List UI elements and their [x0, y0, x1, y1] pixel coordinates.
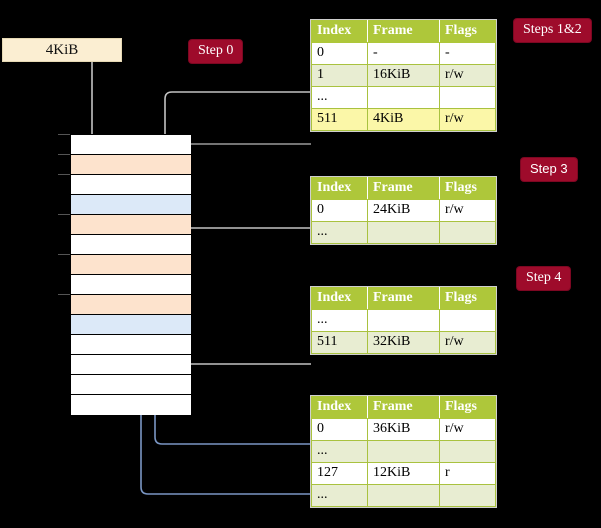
step-chip-step4: Step 4 — [517, 267, 571, 290]
memory-row — [71, 135, 191, 155]
table-cell: 0 — [311, 418, 368, 441]
table-cell: - — [367, 42, 440, 65]
column-header-flags: Flags — [439, 287, 496, 310]
table-cell — [439, 86, 496, 109]
table-cell: - — [439, 42, 496, 65]
table-cell: ... — [311, 440, 368, 463]
table-row: 0-- — [311, 42, 496, 65]
memory-row — [71, 275, 191, 295]
memory-tick — [58, 174, 70, 175]
table-cell — [439, 440, 496, 463]
table-cell — [439, 309, 496, 332]
column-header-frame: Frame — [367, 287, 440, 310]
table-row: ... — [311, 221, 496, 244]
table-cell: ... — [311, 221, 368, 244]
column-header-index: Index — [311, 396, 368, 419]
column-header-index: Index — [311, 287, 368, 310]
memory-row — [71, 315, 191, 335]
memory-row — [71, 395, 191, 415]
table-cell — [439, 484, 496, 507]
memory-row — [71, 355, 191, 375]
memory-row — [71, 235, 191, 255]
table-cell — [439, 221, 496, 244]
memory-row — [71, 195, 191, 215]
table-cell: ... — [311, 86, 368, 109]
table-cell: 12KiB — [367, 462, 440, 485]
memory-row — [71, 215, 191, 235]
table-cell: 127 — [311, 462, 368, 485]
table-cell: r/w — [439, 64, 496, 87]
table-cell: 511 — [311, 108, 368, 131]
column-header-index: Index — [311, 20, 368, 43]
table-cell: r — [439, 462, 496, 485]
column-header-flags: Flags — [439, 20, 496, 43]
column-header-flags: Flags — [439, 396, 496, 419]
memory-tick — [58, 154, 70, 155]
table-cell: 4KiB — [367, 108, 440, 131]
column-header-index: Index — [311, 177, 368, 200]
table-cell: 0 — [311, 199, 368, 222]
frame-box-4kib: 4KiB — [2, 38, 122, 62]
table-cell: ... — [311, 484, 368, 507]
memory-row — [71, 155, 191, 175]
column-header-frame: Frame — [367, 177, 440, 200]
table-cell: 36KiB — [367, 418, 440, 441]
frame-box-label: 4KiB — [45, 41, 79, 58]
column-header-frame: Frame — [367, 20, 440, 43]
memory-row — [71, 175, 191, 195]
table-row: ... — [311, 484, 496, 507]
table-row: ... — [311, 309, 496, 332]
table-cell: 511 — [311, 331, 368, 354]
table-row: ... — [311, 440, 496, 463]
memory-row — [71, 295, 191, 315]
table-cell — [367, 221, 440, 244]
table-cell: 16KiB — [367, 64, 440, 87]
memory-column — [70, 134, 191, 415]
memory-tick — [58, 294, 70, 295]
table-cell: ... — [311, 309, 368, 332]
table-cell: 32KiB — [367, 331, 440, 354]
table-cell: 0 — [311, 42, 368, 65]
table-cell: 1 — [311, 64, 368, 87]
step-chip-step3: Step 3 — [521, 158, 577, 181]
memory-tick — [58, 134, 70, 135]
table-cell — [367, 86, 440, 109]
table-cell: r/w — [439, 331, 496, 354]
table-cell — [367, 309, 440, 332]
memory-row — [71, 335, 191, 355]
table-cell — [367, 440, 440, 463]
table-cell — [367, 484, 440, 507]
step-chip-steps1and2: Steps 1&2 — [514, 19, 591, 42]
step-chip-step0: Step 0 — [189, 40, 243, 63]
table-cell: r/w — [439, 199, 496, 222]
table-cell: 24KiB — [367, 199, 440, 222]
memory-row — [71, 255, 191, 275]
table-cell: r/w — [439, 108, 496, 131]
column-header-frame: Frame — [367, 396, 440, 419]
memory-row — [71, 375, 191, 395]
memory-tick — [58, 214, 70, 215]
table-cell: r/w — [439, 418, 496, 441]
memory-tick — [58, 254, 70, 255]
table-row: ... — [311, 86, 496, 109]
column-header-flags: Flags — [439, 177, 496, 200]
wire-level2-row511 — [168, 296, 311, 365]
wire-level3-row0 — [174, 227, 311, 256]
